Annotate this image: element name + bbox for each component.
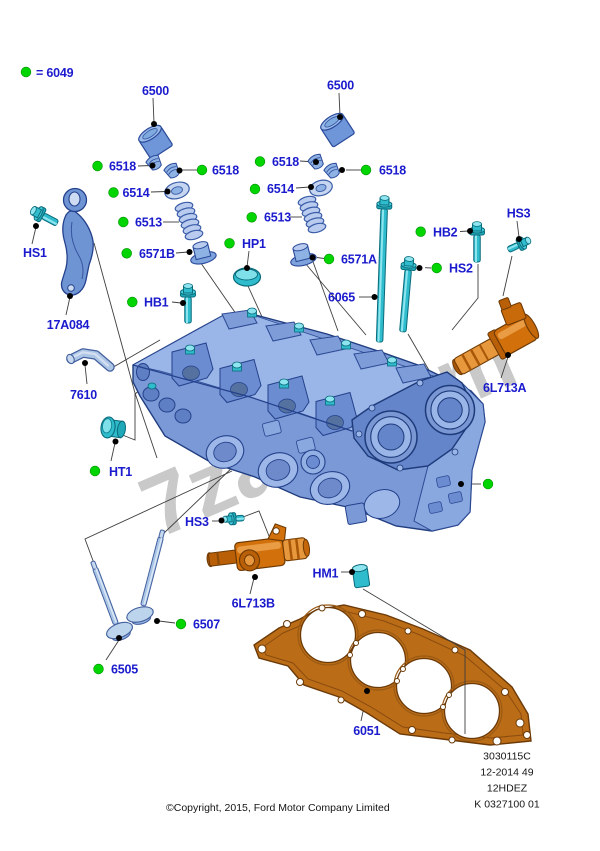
- svg-text:HB2: HB2: [433, 225, 458, 239]
- svg-text:6065: 6065: [328, 291, 355, 305]
- svg-text:12HDEZ: 12HDEZ: [487, 783, 528, 795]
- svg-text:6L713B: 6L713B: [232, 597, 275, 611]
- svg-text:6500: 6500: [327, 79, 354, 93]
- svg-text:6518: 6518: [272, 155, 299, 169]
- svg-text:17A084: 17A084: [47, 318, 90, 332]
- svg-text:6500: 6500: [142, 84, 169, 98]
- svg-text:6513: 6513: [264, 211, 291, 225]
- svg-text:6514: 6514: [267, 182, 294, 196]
- svg-text:12-2014 49: 12-2014 49: [480, 767, 533, 779]
- svg-text:6518: 6518: [212, 164, 239, 178]
- svg-text:HT1: HT1: [109, 465, 132, 479]
- svg-text:HM1: HM1: [313, 567, 339, 581]
- svg-text:= 6049: = 6049: [36, 66, 74, 80]
- svg-text:HS2: HS2: [449, 262, 473, 276]
- svg-text:3030115C: 3030115C: [483, 751, 531, 763]
- svg-text:6514: 6514: [123, 186, 150, 200]
- svg-text:6513: 6513: [135, 216, 162, 230]
- svg-text:6571B: 6571B: [139, 247, 175, 261]
- svg-text:6571A: 6571A: [341, 252, 377, 266]
- svg-text:6518: 6518: [109, 160, 136, 174]
- svg-text:6505: 6505: [111, 663, 138, 677]
- svg-text:©Copyright, 2015, Ford Motor C: ©Copyright, 2015, Ford Motor Company Lim…: [166, 802, 390, 814]
- svg-text:HS1: HS1: [23, 246, 47, 260]
- svg-text:HS3: HS3: [185, 515, 209, 529]
- svg-text:6051: 6051: [353, 724, 380, 738]
- svg-text:7610: 7610: [70, 388, 97, 402]
- svg-text:K 0327100 01: K 0327100 01: [474, 799, 540, 811]
- svg-text:6518: 6518: [379, 164, 406, 178]
- svg-text:HS3: HS3: [507, 207, 531, 221]
- svg-text:HP1: HP1: [242, 237, 266, 251]
- svg-text:6L713A: 6L713A: [483, 381, 526, 395]
- svg-text:HB1: HB1: [144, 296, 169, 310]
- svg-text:6507: 6507: [193, 618, 220, 632]
